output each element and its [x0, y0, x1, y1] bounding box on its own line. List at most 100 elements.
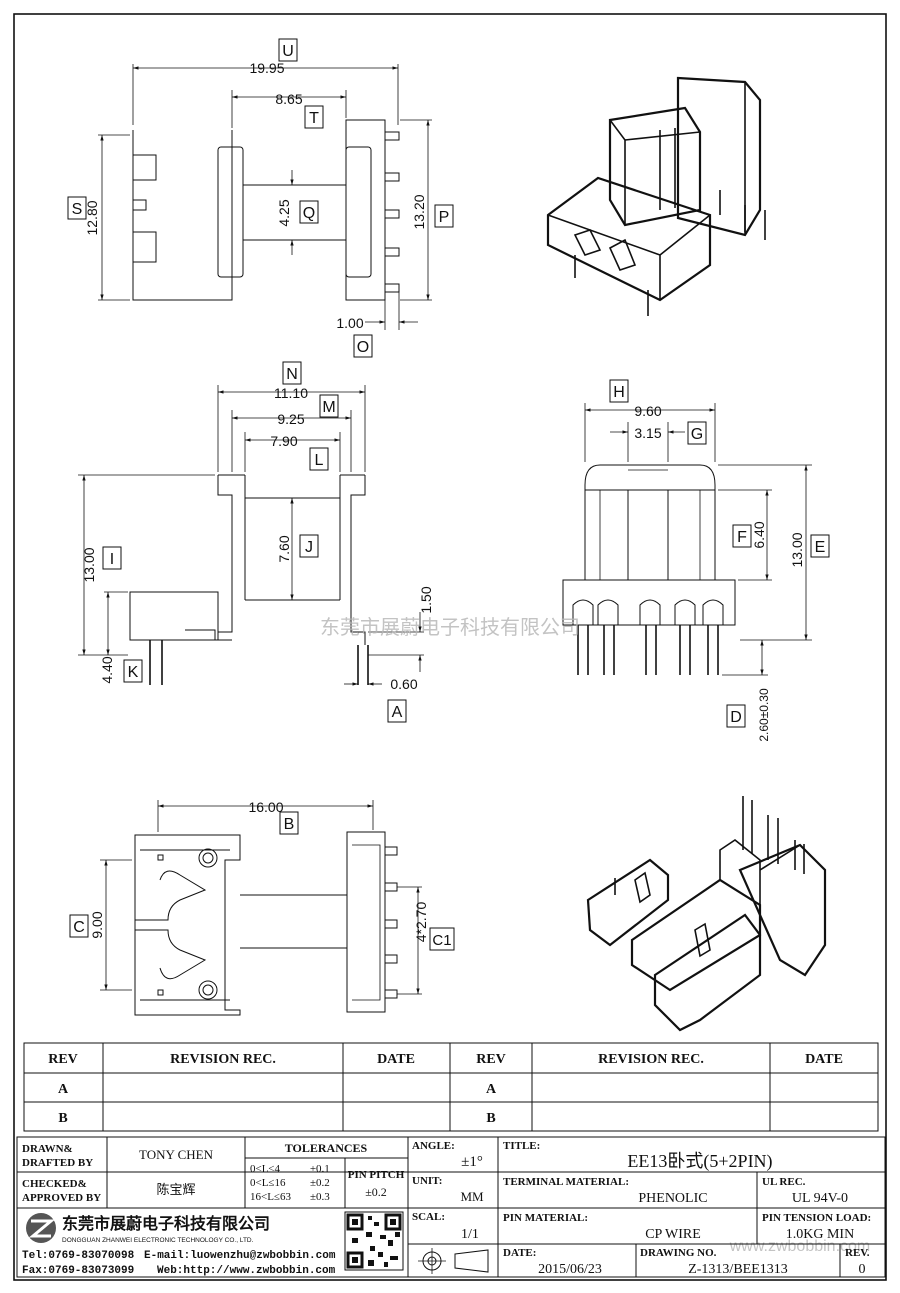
- front-view-hooks: [572, 599, 724, 625]
- dim-4x2-70: 4*2.70: [413, 902, 429, 943]
- rev-header-date-2: DATE: [805, 1052, 843, 1067]
- label-C1: C1: [432, 932, 451, 949]
- company-fax: Fax:0769-83073099: [22, 1265, 134, 1277]
- dim-7-60: 7.60: [276, 535, 292, 562]
- dim-1-50: 1.50: [418, 586, 434, 613]
- terminal-label: TERMINAL MATERIAL:: [503, 1176, 629, 1188]
- dim-3-15: 3.15: [634, 425, 661, 441]
- label-C: C: [73, 919, 85, 936]
- dim-16-00: 16.00: [248, 799, 283, 815]
- dim-7-90: 7.90: [270, 433, 297, 449]
- tol-range-2: 0<L≤16: [250, 1177, 286, 1189]
- rev-row-a-2: A: [486, 1082, 497, 1097]
- dim-4-25: 4.25: [276, 199, 292, 226]
- dim-13-20: 13.20: [411, 194, 427, 229]
- rev-row-b-2: B: [486, 1111, 495, 1126]
- angle-value: ±1°: [461, 1154, 483, 1170]
- watermark-url: www.zwbobbin.com: [729, 1238, 871, 1255]
- label-U: U: [282, 43, 294, 60]
- tol-value-2: ±0.2: [310, 1177, 330, 1189]
- company-name-cn: 东莞市展蔚电子科技有限公司: [62, 1214, 270, 1233]
- label-S: S: [72, 201, 83, 218]
- company-email: E-mail:luowenzhu@zwbobbin.com: [144, 1250, 336, 1262]
- dim-4-40: 4.40: [99, 656, 115, 683]
- rev-header-rec-1: REVISION REC.: [170, 1052, 276, 1067]
- pin-pitch-label: PIN PITCH: [348, 1169, 405, 1181]
- label-J: J: [305, 539, 313, 556]
- label-K: K: [128, 664, 139, 681]
- watermark-company: 东莞市展蔚电子科技有限公司: [320, 616, 580, 639]
- dim-1-00: 1.00: [336, 315, 363, 331]
- tolerances-label: TOLERANCES: [285, 1141, 368, 1155]
- label-A: A: [392, 704, 403, 721]
- isometric-view-top: [546, 76, 766, 316]
- dim-19-95: 19.95: [249, 60, 284, 76]
- label-I: I: [110, 551, 114, 568]
- label-O: O: [357, 339, 369, 356]
- top-view-pins: [384, 131, 400, 293]
- checked-label-1: CHECKED&: [22, 1178, 87, 1190]
- dim-12-80: 12.80: [84, 200, 100, 235]
- tension-label: PIN TENSION LOAD:: [762, 1212, 871, 1224]
- rev-header-date-1: DATE: [377, 1052, 415, 1067]
- label-B: B: [284, 816, 295, 833]
- dim-6-40: 6.40: [751, 521, 767, 548]
- company-name-en: DONGGUAN ZHANWEI ELECTRONIC TECHNOLOGY C…: [62, 1237, 254, 1244]
- rev-header-rev-1: REV: [48, 1052, 78, 1067]
- dim-2-60: 2.60±0.30: [757, 688, 771, 742]
- dim-9-25: 9.25: [277, 411, 304, 427]
- rev-value: 0: [859, 1262, 866, 1277]
- drawn-label-2: DRAFTED BY: [22, 1157, 93, 1169]
- pin-material-value: CP WIRE: [645, 1227, 701, 1242]
- ul-value: UL 94V-0: [792, 1191, 848, 1206]
- company-web: Web:http://www.zwbobbin.com: [157, 1265, 336, 1277]
- rev-label: REV.: [845, 1247, 870, 1259]
- checked-label-2: APPROVED BY: [22, 1192, 101, 1204]
- angle-label: ANGLE:: [412, 1140, 455, 1152]
- label-E: E: [815, 539, 826, 556]
- rev-row-a-1: A: [58, 1082, 69, 1097]
- tension-value: 1.0KG MIN: [786, 1227, 854, 1242]
- bottom-view: 16.00 B 9.00 C 4*2.70 C1: [69, 799, 455, 1016]
- date-label: DATE:: [503, 1247, 536, 1259]
- drawn-value: TONY CHEN: [139, 1147, 214, 1162]
- dim-13-00-right: 13.00: [789, 532, 805, 567]
- drawn-label-1: DRAWN&: [22, 1143, 73, 1155]
- title-label: TITLE:: [503, 1140, 540, 1152]
- tol-range-1: 0<L≤4: [250, 1163, 280, 1175]
- top-view: 19.95 U 8.65 T 12.80 S 4.25 Q 13.20 P 1.…: [67, 38, 454, 358]
- rev-header-rec-2: REVISION REC.: [598, 1052, 704, 1067]
- dim-9-00: 9.00: [89, 911, 105, 938]
- terminal-value: PHENOLIC: [638, 1191, 707, 1206]
- dim-0-60: 0.60: [390, 676, 417, 692]
- title-block: DRAWN& DRAFTED BY TONY CHEN CHECKED& APP…: [16, 1136, 886, 1278]
- scal-label: SCAL:: [412, 1211, 445, 1223]
- bottom-view-pins: [384, 846, 398, 999]
- label-Q: Q: [303, 205, 315, 222]
- title-value: EE13卧式(5+2PIN): [627, 1151, 772, 1172]
- ul-label: UL REC.: [762, 1176, 806, 1188]
- label-N: N: [286, 366, 298, 383]
- dim-8-65: 8.65: [275, 91, 302, 107]
- label-H: H: [613, 384, 625, 401]
- isometric-view-bottom: [586, 796, 827, 1032]
- label-G: G: [691, 426, 703, 443]
- label-P: P: [439, 209, 450, 226]
- qr-code-icon: [344, 1211, 404, 1271]
- drawing-label: DRAWING NO.: [640, 1247, 717, 1259]
- tol-value-3: ±0.3: [310, 1191, 330, 1203]
- front-view: 9.60 H 3.15 G 6.40 F 13.00 E 2.60±0.30 D: [562, 379, 830, 742]
- scal-value: 1/1: [461, 1227, 479, 1242]
- label-L: L: [315, 452, 324, 469]
- pin-material-label: PIN MATERIAL:: [503, 1212, 588, 1224]
- dim-13-00: 13.00: [81, 547, 97, 582]
- tol-value-1: ±0.1: [310, 1163, 330, 1175]
- projection-symbol-icon: [418, 1248, 489, 1274]
- label-T: T: [309, 110, 319, 127]
- pin-pitch-value: ±0.2: [365, 1185, 387, 1199]
- side-view: 11.10 N 9.25 M 7.90 L 13.00 I 7.60 J 4.4…: [78, 361, 434, 723]
- date-value: 2015/06/23: [538, 1262, 602, 1277]
- company-logo-icon: [26, 1213, 56, 1243]
- unit-label: UNIT:: [412, 1175, 442, 1187]
